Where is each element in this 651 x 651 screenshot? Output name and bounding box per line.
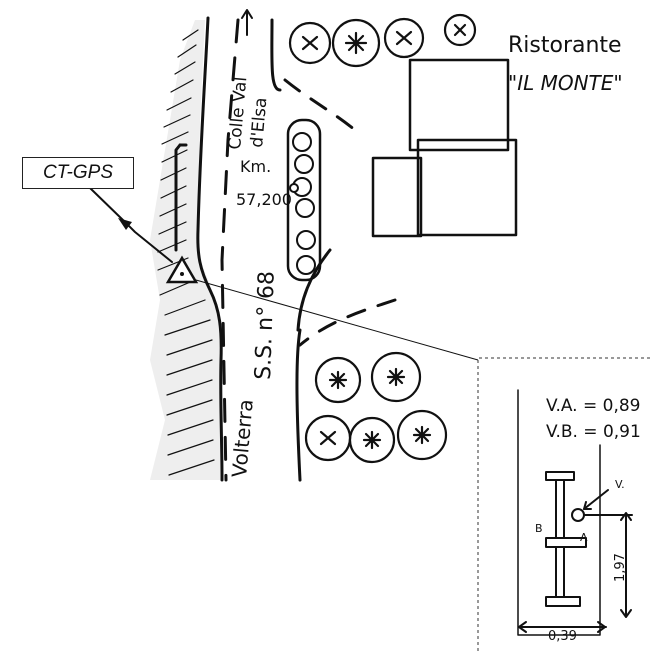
marker-a: A: [580, 531, 588, 544]
hillside-hatching: [150, 16, 224, 482]
inset-leader: [195, 279, 479, 361]
dim-horizontal: 0,39: [548, 629, 577, 644]
branch-roads: [283, 78, 397, 347]
road-ss68: [174, 18, 302, 482]
station-label-text: CT-GPS: [42, 162, 114, 183]
road-name: S.S. n° 68: [251, 271, 280, 381]
trees-top: [288, 13, 477, 68]
va-value: V.A. = 0,89: [546, 396, 640, 416]
station-label: CT-GPS: [22, 157, 134, 189]
km-marker: [289, 183, 299, 193]
km-label-line2: 57,200: [236, 190, 292, 209]
restaurant-name-line1: Ristorante: [508, 33, 622, 58]
marker-v: V.: [615, 478, 625, 491]
dim-vertical: 1,97: [613, 553, 628, 582]
restaurant-building: [371, 58, 518, 238]
vb-value: V.B. = 0,91: [546, 422, 641, 442]
tree-row: [286, 118, 322, 282]
km-label-line1: Km.: [240, 157, 271, 176]
station-marker: [89, 187, 199, 284]
direction-arrow-icon: [241, 9, 253, 36]
marker-b: B: [535, 522, 543, 535]
restaurant-name-line2: "IL MONTE": [508, 71, 623, 95]
direction-volterra: Volterra: [227, 398, 258, 478]
inset-border: [477, 357, 651, 651]
trees-bottom: [304, 351, 448, 464]
direction-colle-line2: d'Elsa: [247, 97, 271, 149]
inset-detail: V.A. = 0,89 V.B. = 0,91 V. A B 1,97 0,39: [517, 389, 641, 644]
